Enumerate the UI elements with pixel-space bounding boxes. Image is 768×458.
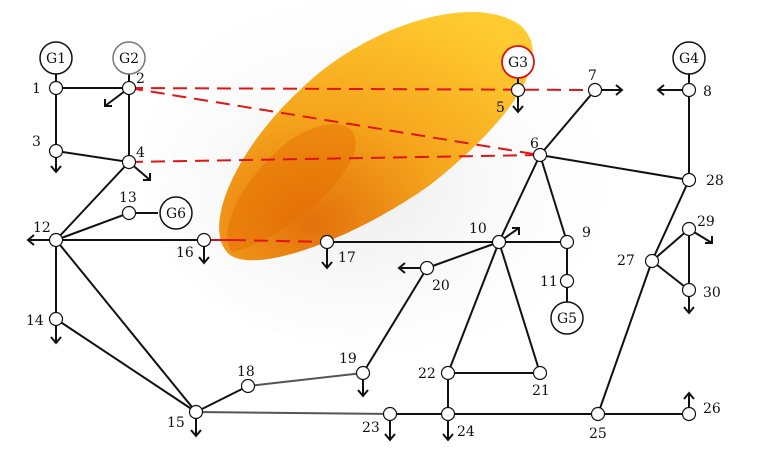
- generator-g6-circle: [159, 196, 193, 230]
- bus-label-18: 18: [237, 364, 255, 380]
- bus-node-5: [510, 82, 526, 98]
- bus-label-11: 11: [540, 274, 558, 290]
- bus-node-18: [240, 378, 256, 394]
- bus-label-30: 30: [703, 285, 721, 301]
- bus-node-28: [681, 172, 697, 188]
- bus-label-22: 22: [418, 366, 436, 382]
- bus-label-21: 21: [532, 383, 550, 399]
- bus-label-20: 20: [432, 278, 450, 294]
- bus-label-15: 15: [167, 415, 185, 431]
- bus-node-7: [587, 82, 603, 98]
- bus-node-4: [121, 154, 137, 170]
- generator-g2-circle: [112, 41, 146, 75]
- transmission-lines: [55, 73, 690, 415]
- bus-label-8: 8: [703, 84, 712, 100]
- bus-label-7: 7: [588, 68, 597, 84]
- attack-lines: [128, 87, 596, 243]
- bus-node-2: [121, 80, 137, 96]
- bus-label-12: 12: [33, 220, 51, 236]
- bus-node-1: [48, 80, 64, 96]
- generator-g4-label: G4: [679, 51, 699, 67]
- bus-node-12: [48, 232, 64, 248]
- bus-node-3: [48, 143, 64, 159]
- bus-node-23: [382, 406, 398, 422]
- bus-label-6: 6: [530, 136, 539, 152]
- bus-node-25: [590, 406, 606, 422]
- bus-label-19: 19: [339, 351, 357, 367]
- bus-node-26: [681, 406, 697, 422]
- bus-label-16: 16: [176, 245, 194, 261]
- bus-node-8: [681, 82, 697, 98]
- bus-node-13: [121, 205, 137, 221]
- bus-node-29: [681, 221, 697, 237]
- generator-g1-circle: [39, 41, 73, 75]
- bus-node-20: [419, 260, 435, 276]
- bus-label-1: 1: [32, 81, 41, 97]
- bus-node-16: [196, 232, 212, 248]
- bus-node-11: [559, 273, 575, 289]
- bus-node-9: [559, 234, 575, 250]
- bus-label-25: 25: [589, 426, 607, 442]
- bus-label-14: 14: [26, 313, 44, 329]
- bus-label-2: 2: [136, 71, 145, 87]
- bus-labels: 1 2 3 4 5 6 7 8 9 10 11 12 13 14 15 16 1…: [26, 68, 724, 442]
- bus-label-26: 26: [703, 401, 721, 417]
- bus-node-10: [491, 234, 507, 250]
- bus-label-10: 10: [469, 221, 487, 237]
- bus-label-27: 27: [617, 253, 635, 269]
- generator-g3-label: G3: [508, 55, 528, 71]
- bus-label-4: 4: [136, 145, 145, 161]
- generator-g5-label: G5: [557, 311, 577, 327]
- bus-label-23: 23: [362, 420, 380, 436]
- generator-g3-circle: [501, 45, 535, 79]
- threat-plume: [219, 11, 533, 261]
- bus-label-28: 28: [706, 173, 724, 189]
- generator-g1-label: G1: [46, 51, 66, 67]
- bus-label-9: 9: [582, 225, 591, 241]
- bus-node-24: [440, 406, 456, 422]
- bus-node-6: [532, 147, 548, 163]
- generator-g2-label: G2: [119, 51, 139, 67]
- bus-node-19: [355, 365, 371, 381]
- bus-label-24: 24: [457, 424, 475, 440]
- bus-node-15: [188, 404, 204, 420]
- bus-node-30: [681, 282, 697, 298]
- bus-node-22: [440, 365, 456, 381]
- generator-g4-circle: [672, 41, 706, 75]
- plume-inner-core: [227, 123, 356, 253]
- bus-label-5: 5: [496, 100, 505, 116]
- bus-label-3: 3: [32, 134, 41, 150]
- bus-node-27: [644, 253, 660, 269]
- bus-label-29: 29: [697, 214, 715, 230]
- bus-node-17: [319, 234, 335, 250]
- bus-node-14: [48, 311, 64, 327]
- generator-g5-circle: [550, 301, 584, 335]
- bus-label-13: 13: [119, 190, 137, 206]
- generators: G1 G2 G3 G4 G5 G6: [39, 41, 706, 335]
- bus-node-21: [532, 365, 548, 381]
- generator-g6-label: G6: [166, 206, 186, 222]
- bus-nodes: [48, 80, 697, 422]
- load-arrows: [26, 84, 713, 442]
- bus-label-17: 17: [338, 250, 356, 266]
